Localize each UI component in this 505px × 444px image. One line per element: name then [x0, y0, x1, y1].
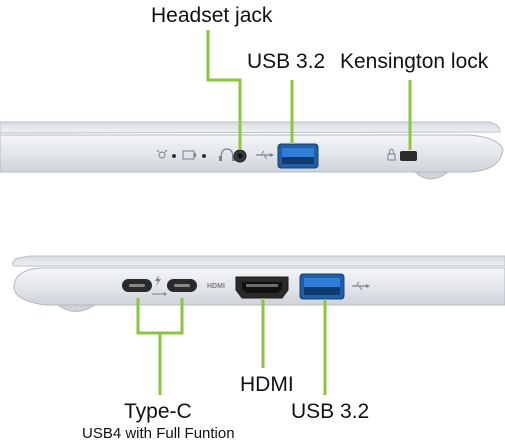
label-hdmi: HDMI [240, 373, 294, 396]
label-type-c-subtitle: USB4 with Full Funtion [82, 425, 235, 442]
usb-symbol-icon [352, 281, 370, 291]
label-kensington-lock: Kensington lock [340, 50, 489, 73]
label-usb-3-2-bottom: USB 3.2 [291, 400, 370, 423]
hdmi-port [235, 276, 289, 299]
laptop-side-bottom: HDMI [12, 255, 505, 312]
indicator-light-icon [156, 149, 176, 159]
usb-symbol-icon [152, 292, 167, 296]
usb-symbol-icon [256, 150, 274, 160]
lock-icon [387, 148, 396, 161]
label-usb-3-2-top: USB 3.2 [247, 50, 326, 73]
laptop-body-top [0, 134, 504, 173]
usb-a-port-top [277, 143, 319, 169]
callout-lines-bottom [136, 298, 327, 395]
laptop-foot-bottom [56, 304, 97, 312]
usb-c-port-2 [167, 279, 197, 292]
thunderbolt-icon [155, 275, 161, 286]
callout-lines-top [206, 30, 412, 150]
usb-a-port-bottom [299, 273, 345, 300]
usb-c-port-1 [122, 279, 152, 292]
callout-headset-jack [206, 30, 242, 150]
battery-light-icon [182, 150, 206, 160]
kensington-lock-slot [400, 151, 417, 161]
headset-icon [219, 148, 235, 161]
laptop-side-top [0, 121, 504, 180]
hdmi-marking: HDMI [207, 283, 225, 290]
label-type-c: Type-C [124, 400, 192, 423]
laptop-lid-bottom [12, 255, 505, 267]
label-headset-jack: Headset jack [151, 4, 273, 27]
laptop-lid-top [0, 121, 501, 134]
laptop-foot-top [413, 171, 450, 180]
